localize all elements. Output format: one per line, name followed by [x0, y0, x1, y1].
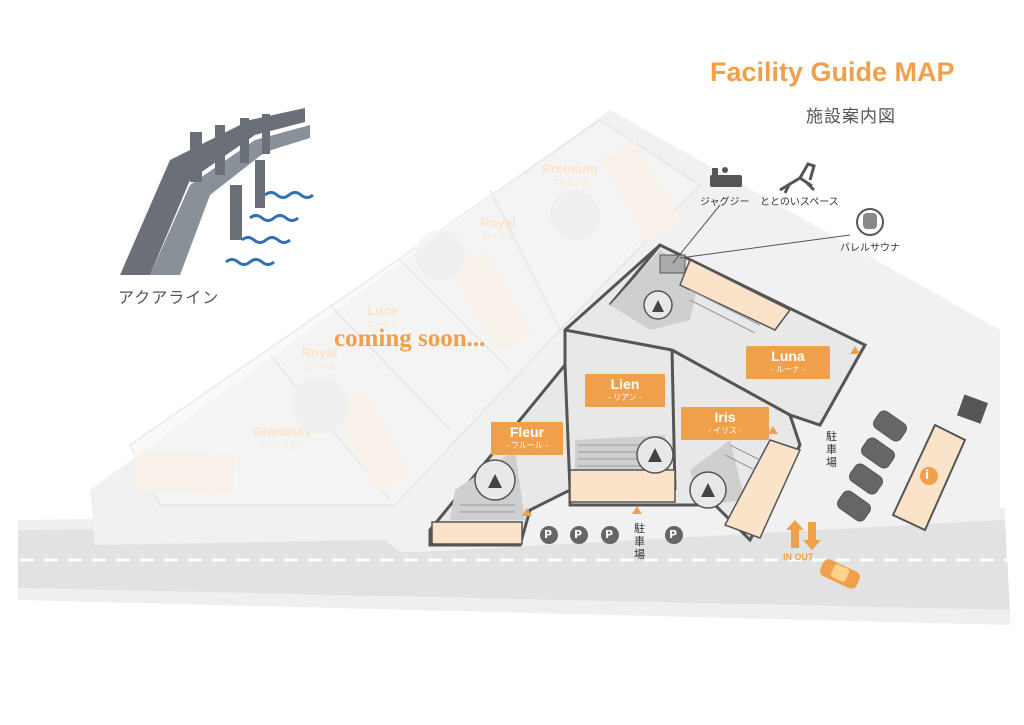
ghost-villa-kana: プレミアム: [550, 178, 590, 187]
bridge-icon: [120, 108, 310, 275]
jacuzzi-icon: [710, 167, 742, 187]
villa-name: Fleur: [509, 424, 545, 440]
ghost-villa-royal-1: Royal ロイヤル: [458, 216, 538, 244]
coming-soon-label: coming soon...: [334, 325, 486, 352]
ghost-villa-kana: グランスカイ: [258, 441, 306, 450]
lounge-chair-icon: [779, 162, 816, 194]
ghost-villa-name: Grandsky: [252, 424, 312, 439]
ghost-villa-premium: Premium プレミアム: [535, 162, 605, 190]
parking-symbol: P: [669, 528, 678, 541]
page-title: Facility Guide MAP: [710, 57, 955, 87]
barrel-sauna-label: バレルサウナ: [840, 243, 900, 254]
ghost-villa-kana: ルーチェ: [366, 320, 399, 329]
ghost-villa-name: Luce: [367, 303, 398, 318]
ghost-villa-royal-2: Royal ロイヤル: [282, 346, 357, 374]
villa-luna[interactable]: Luna - ルーナ -: [746, 346, 830, 379]
ghost-villa-name: Royal: [301, 345, 338, 360]
parking-symbol: P: [605, 528, 614, 541]
villa-lien[interactable]: Lien - リアン -: [585, 374, 665, 407]
ghost-villa-grandsky: Grandsky グランスカイ: [238, 425, 326, 453]
rest-space-label: ととのいスペース: [760, 197, 839, 208]
villa-name: Iris: [714, 409, 736, 425]
parking-lot: [837, 394, 988, 532]
villa-kana: - イリス -: [708, 426, 742, 435]
parking-symbol: P: [574, 528, 583, 541]
water-waves: [225, 191, 314, 266]
ghost-villa-name: Royal: [480, 215, 516, 230]
parking-symbol: P: [544, 528, 553, 541]
parking-markers: [540, 526, 683, 544]
parking-label-side: 駐車場: [826, 430, 837, 469]
entrance-arrows: [786, 520, 821, 550]
car-icon: [820, 559, 860, 589]
barrel-sauna-icon: [856, 208, 884, 236]
info-icon: i: [925, 468, 930, 482]
coming-soon-area: [128, 118, 702, 506]
villa-kana: - リアン -: [608, 393, 642, 402]
bridge-label: アクアライン: [118, 288, 220, 307]
villa-name: Lien: [610, 376, 640, 392]
page-subtitle: 施設案内図: [806, 107, 896, 127]
ghost-villa-name: Premium: [542, 161, 598, 176]
villa-name: Luna: [771, 348, 805, 364]
villa-kana: - ルーナ -: [771, 365, 805, 374]
ghost-villa-kana: ロイヤル: [303, 362, 336, 371]
jacuzzi-label: ジャグジー: [700, 197, 750, 208]
ghost-villa-luce: Luce ルーチェ: [350, 304, 415, 332]
villa-iris[interactable]: Iris - イリス -: [681, 407, 769, 440]
parking-label-front: 駐車場: [634, 522, 645, 561]
ghost-villa-kana: ロイヤル: [482, 232, 514, 241]
entrance-label: IN OUT: [783, 552, 814, 562]
villa-fleur[interactable]: Fleur - フルール -: [491, 422, 563, 455]
villa-kana: - フルール -: [506, 441, 548, 450]
